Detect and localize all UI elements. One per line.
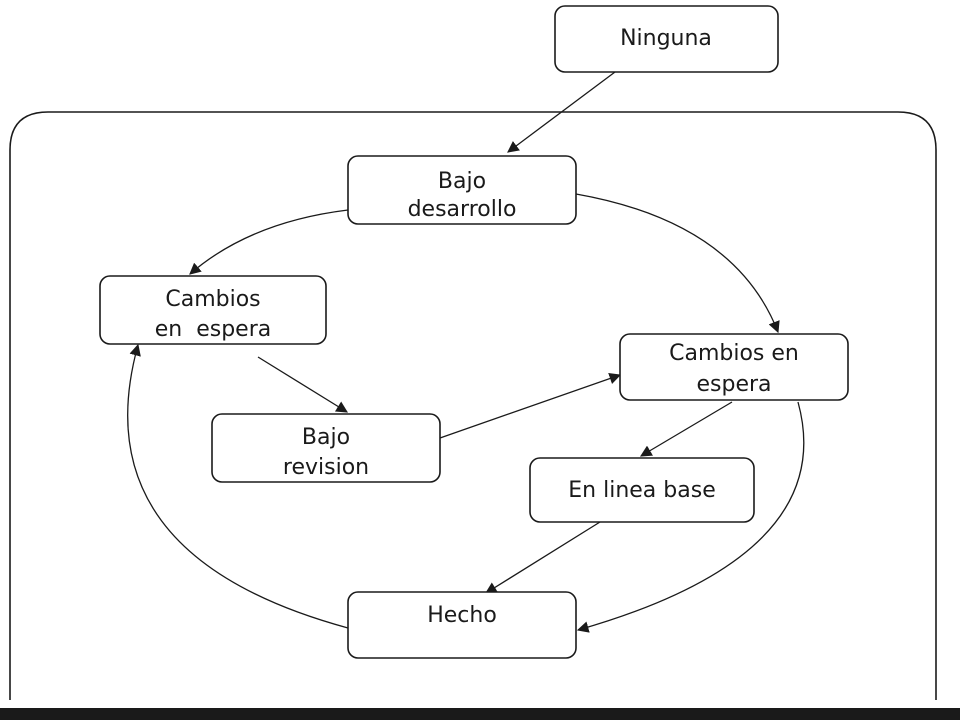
edge-cambios-espera-left-to-bajo-revision [257,356,348,413]
edge-cambios-espera-right-to-hecho [576,401,805,633]
node-cambios-espera-left: Cambios en espera [99,275,327,345]
node-bajo-revision-line-1: Bajo [302,425,350,450]
node-bajo-desarrollo-line-1: Bajo [438,169,486,194]
edge-ninguna-to-bajo-desarrollo [507,71,616,153]
edge-hecho-to-cambios-espera-left [127,343,349,629]
edge-bajo-revision-to-cambios-espera-right [439,372,622,439]
node-hecho: Hecho [347,591,577,659]
node-linea-base: En linea base [529,457,755,523]
edge-cambios-espera-right-to-linea-base [639,401,733,457]
node-bajo-desarrollo-line-2: desarrollo [408,197,517,222]
edge-bajo-desarrollo-to-cambios-espera-right [575,193,780,334]
node-bajo-desarrollo: Bajo desarrollo [347,155,577,225]
node-bajo-revision-line-2: revision [283,455,369,480]
node-ninguna: Ninguna [554,5,779,73]
bottom-border [0,708,960,720]
node-cambios-espera-right: Cambios en espera [619,333,849,401]
edge-linea-base-to-hecho [485,521,601,594]
edge-bajo-desarrollo-to-cambios-espera-left [189,209,349,275]
node-bajo-revision: Bajo revision [211,413,441,483]
node-linea-base-label: En linea base [568,478,715,503]
node-cambios-espera-left-line-2: en espera [155,317,272,342]
node-cambios-espera-right-line-1: Cambios en [669,341,799,366]
edges [127,71,805,633]
node-cambios-espera-left-line-1: Cambios [165,287,260,312]
node-cambios-espera-right-line-2: espera [696,372,771,397]
outer-frame [9,111,937,700]
node-ninguna-label: Ninguna [620,26,712,51]
node-hecho-label: Hecho [427,603,497,628]
